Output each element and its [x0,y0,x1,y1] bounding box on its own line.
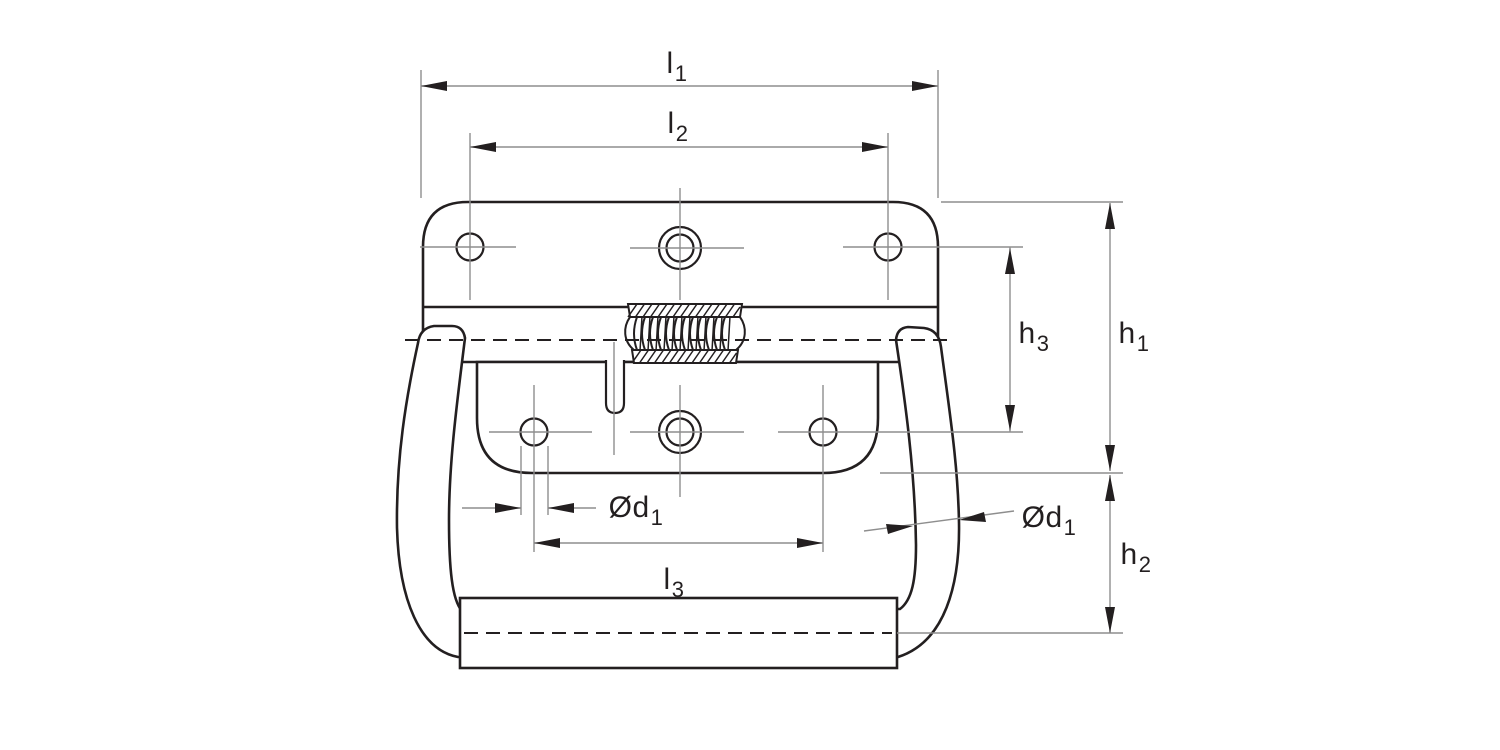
label-subscript: 1 [1063,515,1077,540]
dimension-label-l3: l3 [663,563,685,601]
label-main: l [663,563,671,596]
dimension-label-h2: h2 [1120,538,1152,576]
label-main: l [667,107,675,140]
hole-crosshairs-bottom [489,342,1023,552]
dimension-label-d1-hole: Ød1 [608,491,664,529]
dimension-label-d1-bow: Ød1 [1021,501,1077,539]
label-subscript: 3 [1036,331,1050,356]
dimension-h2-line [897,475,1123,634]
label-subscript: 2 [675,121,689,146]
label-main: l [666,47,674,80]
dimension-h1-line [880,201,1123,474]
label-subscript: 1 [650,505,664,530]
spring-left-bulge [624,316,635,351]
spring-bottom-band [630,349,740,364]
label-main: h [1018,317,1036,350]
label-main: h [1118,317,1136,350]
spring-coils-fine [639,315,731,352]
label-subscript: 3 [671,577,685,602]
grip-sleeve-outline [458,596,899,670]
dimension-label-l2: l2 [667,107,689,145]
handle-bow-outline [395,324,961,659]
handle-bow [395,324,961,659]
spring-coils [633,316,726,351]
spring-bottom-band-hatch [631,349,738,364]
label-main: Ød [1021,501,1063,534]
label-subscript: 1 [1136,331,1150,356]
spring-leg-slot [604,360,626,415]
label-main: h [1120,538,1138,571]
dimension-label-l1: l1 [666,47,688,85]
dimension-label-h3: h3 [1018,317,1050,355]
lower-hinge-plate [475,360,880,475]
dimension-l1-line [420,70,939,198]
label-main: Ød [608,491,650,524]
return-spring [624,303,746,364]
grip-sleeve [458,596,899,670]
dimension-label-h1: h1 [1118,317,1150,355]
label-subscript: 1 [674,61,688,86]
spring-right-bulge [735,316,746,351]
label-subscript: 2 [1138,552,1152,577]
hole-crosshairs-top [420,133,1023,300]
spring-top-band-hatch [627,303,741,318]
